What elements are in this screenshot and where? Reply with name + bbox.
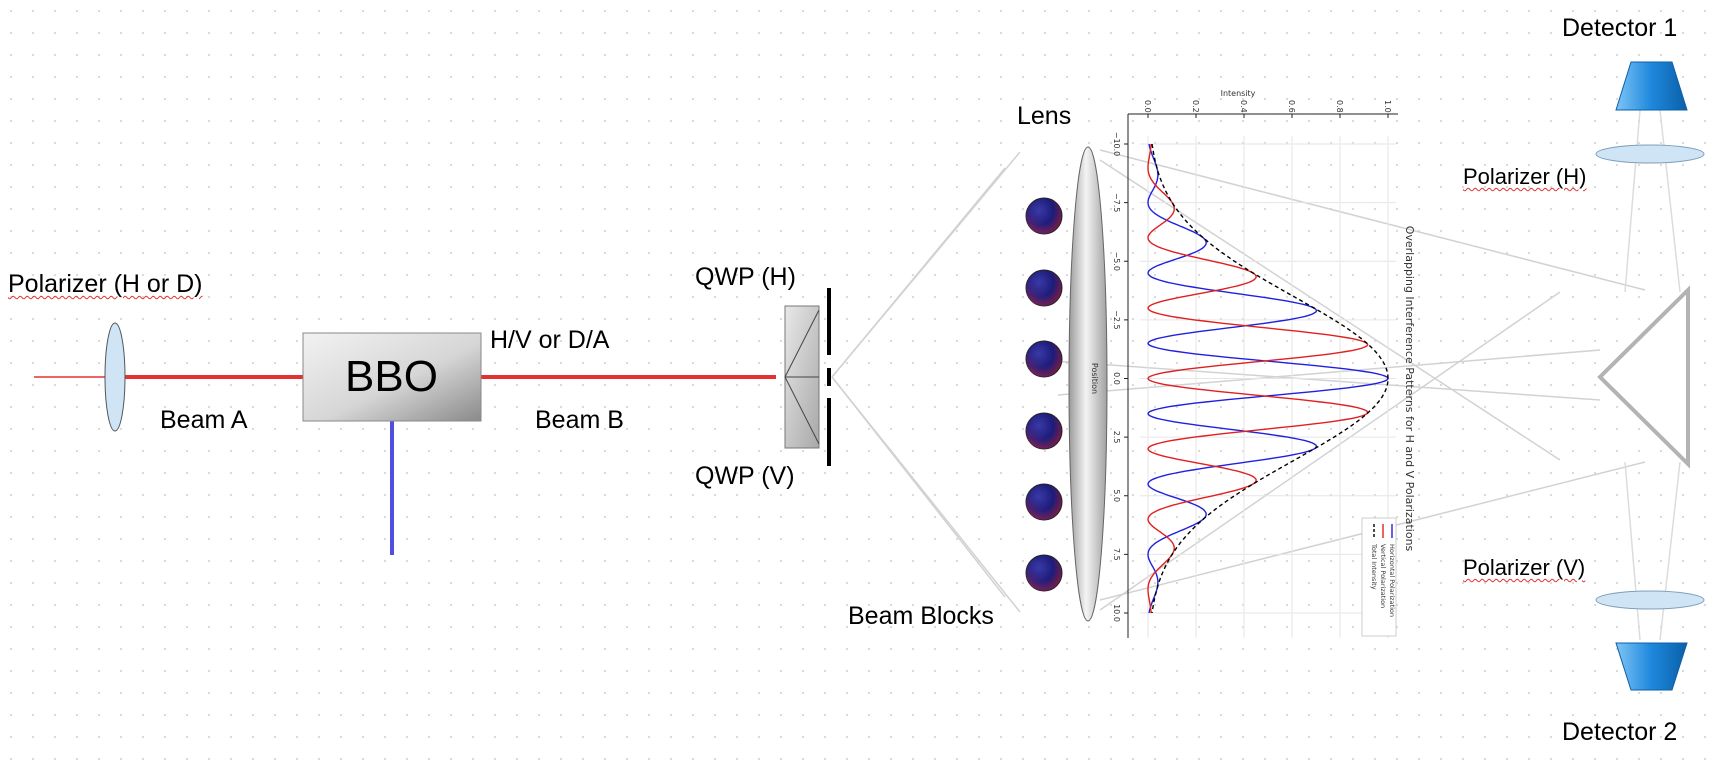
chart-tick-label-position: 5.0 [1112,489,1121,502]
chart-series-total-intensity [1151,143,1389,614]
chart-legend-box [1361,517,1397,637]
chart-series-horizontal-polarization [1147,143,1389,614]
beam-block [1025,483,1063,521]
beam-block [1025,197,1063,235]
beam-a-label: Beam A [160,406,248,434]
chart-legend-label: Vertical Polarization [1379,544,1387,608]
chart-series-vertical-polarization [1147,144,1369,613]
polarizer-hd-label-text: Polarizer (H or D) [8,270,203,298]
chart-tick-label-position: −10.0 [1112,132,1121,157]
chart-tick-label-position: −5.0 [1112,252,1121,271]
bbo-label: BBO [345,352,438,401]
rays-lens-to-prism [1039,149,1646,611]
beam-block [1025,554,1063,592]
chart-tick-label-position: −7.5 [1112,193,1121,212]
chart-legend-label: Horizontal Polarization [1388,544,1396,617]
polarizer-h-label-text: Polarizer (H) [1463,164,1587,189]
polarizer-hd-label: Polarizer (H or D) [8,272,202,297]
chart-xlabel: Position [1090,363,1099,394]
detector-2-shape [1615,642,1688,691]
beam-b-label: Beam B [535,406,624,434]
chart-tick-label-position: 0.0 [1112,372,1121,385]
chart-legend-label: Total Intensity [1370,543,1378,590]
beam-blocks [1025,197,1063,592]
chart-tick-label-position: −2.5 [1112,310,1121,329]
polarizer-v-optic [1595,590,1705,610]
qwp-assembly [784,288,831,466]
chart-tick-label-intensity: 0.0 [1143,100,1152,113]
rays-prism-to-detectors [1624,109,1681,641]
detector-1-label: Detector 1 [1562,14,1678,42]
chart-tick-label-position: 7.5 [1112,548,1121,561]
polarizer-v-label-text: Polarizer (V) [1463,555,1586,580]
chart-title: Overlapping Interference Patterns for H … [1403,226,1416,552]
detector-2-label: Detector 2 [1562,718,1678,746]
chart-tick-label-intensity: 0.8 [1335,100,1344,113]
lens-label: Lens [1017,102,1072,130]
qwp-h-label: QWP (H) [695,263,796,291]
chart-tick-label-position: 10.0 [1112,604,1121,622]
beam-blocks-label: Beam Blocks [848,602,994,630]
polarizer-h-optic [1595,144,1705,164]
polarizer-hd-optic [104,322,126,432]
lens-optic [1068,146,1108,622]
chart-tick-label-intensity: 1.0 [1383,100,1392,113]
chart-tick-label-intensity: 0.2 [1191,100,1200,113]
beam-block [1025,269,1063,307]
beam-block [1025,412,1063,450]
interference-chart: 0.0 0.2 0.4 0.6 0.8 1.0 −10.0 −7.5 −5.0 −2.5 0.0 2.… [1090,89,1416,638]
beam-block [1025,340,1063,378]
chart-tick-label-position: 2.5 [1112,431,1121,444]
polarizer-h-label: Polarizer (H) [1463,166,1586,188]
chart-tick-label-intensity: 0.4 [1239,100,1248,113]
bbo-crystal [302,332,482,422]
detector-1-shape [1615,61,1688,111]
polarizer-v-label: Polarizer (V) [1463,557,1585,579]
chart-tick-label-intensity: 0.6 [1287,100,1296,113]
rays-qwp-to-lens [831,151,1021,613]
qwp-v-label: QWP (V) [695,462,795,490]
prism [1597,285,1690,469]
hv-da-label: H/V or D/A [490,326,610,354]
chart-ylabel: Intensity [1221,89,1256,98]
